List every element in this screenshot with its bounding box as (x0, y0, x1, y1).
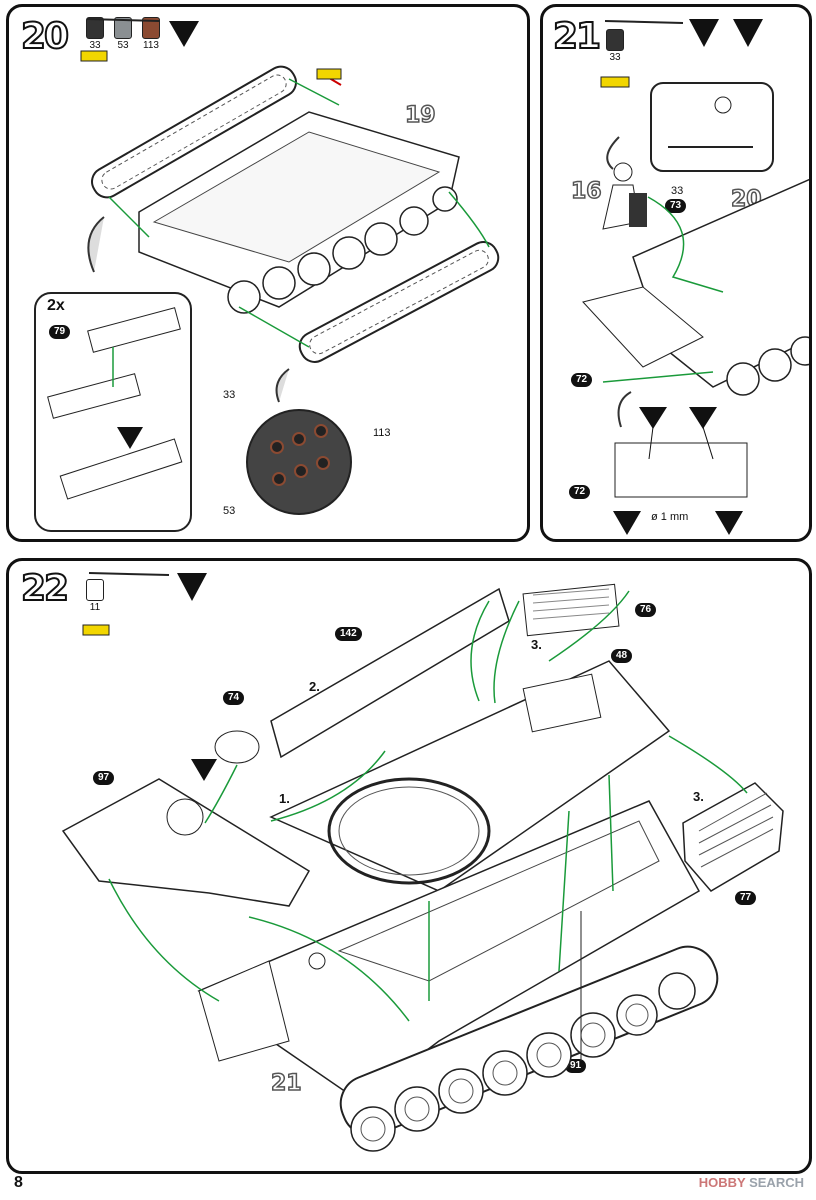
page-number: 8 (14, 1174, 23, 1191)
watermark-brand: HOBBY (698, 1175, 746, 1190)
step-number: 21 (552, 16, 602, 57)
step-20-panel: 20 33 53 113 19 2x 79 33 113 53 (6, 4, 530, 542)
step-number: 22 (20, 568, 70, 609)
step-label: 3. (693, 789, 704, 804)
part-number: 97 (93, 771, 115, 785)
ghost-step-ref: 19 (404, 102, 436, 129)
part-number: 48 (611, 649, 633, 663)
paint-chip: 113 (141, 17, 161, 51)
paint-chip: 33 (605, 29, 625, 63)
step-22-illustration (61, 572, 784, 1152)
step-22-panel: 22 11 142 74 97 76 48 77 91 1. 2. 3. 4. … (6, 558, 812, 1174)
step-label: 3. (531, 637, 542, 652)
part-number: 77 (735, 891, 757, 905)
paint-chip: 53 (113, 17, 133, 51)
paint-callout: 33 (671, 185, 684, 197)
part-number: 72 (569, 485, 591, 499)
ghost-step-ref: 21 (270, 1070, 302, 1097)
part-number: 74 (223, 691, 245, 705)
paint-chip: 11 (85, 579, 105, 613)
step-21-panel: 21 33 20 16 33 73 72 72 ø 1 mm (540, 4, 812, 542)
part-number: 72 (571, 373, 593, 387)
drill-size: ø 1 mm (651, 511, 689, 523)
step-label: 1. (279, 791, 290, 806)
part-number: 76 (635, 603, 657, 617)
part-number: 142 (335, 627, 362, 641)
watermark: HOBBY SEARCH (699, 1175, 804, 1190)
step-20-illustration (34, 18, 500, 532)
paint-callout: 53 (223, 505, 236, 517)
paint-callout: 113 (373, 427, 391, 439)
figure-ref: 16 (570, 178, 602, 205)
step-21-illustration (582, 19, 809, 535)
part-number: 79 (49, 325, 71, 339)
part-number: 73 (665, 199, 687, 213)
paint-chip: 33 (85, 17, 105, 51)
multiplier-label: 2x (47, 297, 65, 314)
paint-callout: 33 (223, 389, 236, 401)
watermark-rest: SEARCH (749, 1175, 804, 1190)
step-number: 20 (20, 16, 70, 57)
step-label: 2. (309, 679, 320, 694)
